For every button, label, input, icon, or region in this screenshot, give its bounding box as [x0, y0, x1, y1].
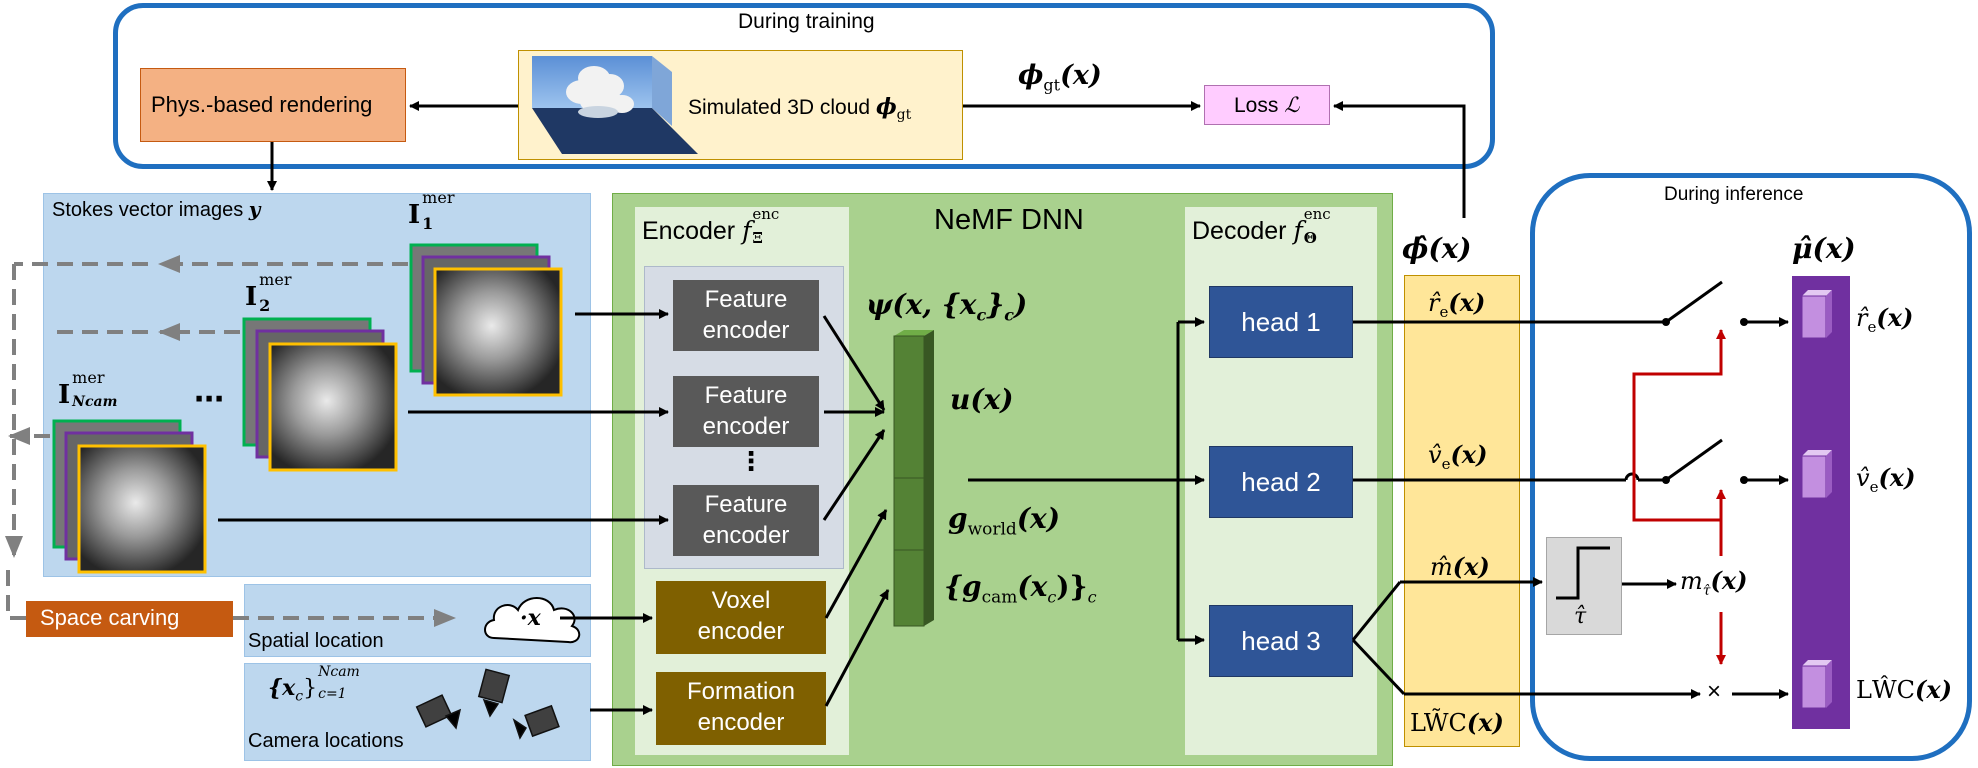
training-title: During training — [738, 10, 875, 33]
phi-v-e: v̂e(x) — [1428, 440, 1488, 473]
spatial-location-label: Spatial location — [248, 630, 384, 652]
phys-rendering-box — [140, 68, 406, 142]
loss-box — [1204, 85, 1330, 125]
head-2: head 2 — [1209, 446, 1353, 518]
latent-vector-bar — [893, 330, 934, 627]
space-carving-label: Space carving — [40, 605, 180, 630]
cloud-point-icon — [484, 597, 581, 644]
mu-lwc: LŴC(x) — [1856, 675, 1952, 704]
stokes-label: Stokes vector images y — [52, 197, 261, 221]
phi-r-e: r̂e(x) — [1428, 288, 1486, 321]
head-1: head 1 — [1209, 286, 1353, 358]
inference-title: During inference — [1664, 184, 1804, 205]
psi-label: ψ(x, {xc}c) — [866, 288, 1028, 325]
inference-frame — [1530, 173, 1972, 761]
encoder-vertical-dots: ⋮ — [738, 446, 764, 476]
voxel-cube-2 — [1802, 450, 1832, 499]
phys-rendering-label: Phys.-based rendering — [151, 92, 373, 117]
phi-hat-label: ϕ̂(x) — [1402, 232, 1472, 265]
head-3: head 3 — [1209, 605, 1353, 677]
camera-locations-label: Camera locations — [248, 730, 404, 752]
mu-v-e: v̂e(x) — [1856, 463, 1916, 496]
threshold-step-box — [1546, 537, 1622, 635]
voxel-cube-1 — [1802, 290, 1832, 339]
mask-label: mτ̂(x) — [1680, 566, 1748, 599]
stokes-image-stacks — [52, 243, 563, 574]
mu-hat-column — [1792, 276, 1850, 729]
gt-field-label: ϕgt(x) — [1018, 60, 1102, 95]
simulated-cloud-label: Simulated 3D cloud ϕgt — [688, 94, 912, 124]
phi-lwc: LW̃C(x) — [1410, 708, 1504, 737]
space-carving-box — [26, 601, 233, 637]
multiply-sign: × — [1707, 678, 1722, 705]
loss-label: Loss ℒ — [1234, 93, 1300, 117]
voxel-cube-3 — [1802, 660, 1832, 709]
spatial-point: ·x — [520, 605, 541, 631]
cloud-render-image — [532, 56, 698, 154]
nemf-title: NeMF DNN — [934, 204, 1084, 236]
more-images-dots: ⋯ — [194, 383, 224, 416]
g-cam-label: {gcam(xc)}c — [944, 570, 1097, 608]
phi-hat-column — [1404, 275, 1520, 747]
phi-m: m̂(x) — [1430, 552, 1490, 581]
step-function-icon — [1556, 546, 1610, 600]
g-world-label: gworld(x) — [948, 502, 1061, 540]
mu-hat-label: μ̂(x) — [1792, 232, 1856, 265]
u-label: u(x) — [950, 383, 1014, 416]
camera-icons — [415, 668, 560, 740]
threshold-symbol: τ̂ — [1574, 604, 1587, 629]
mu-r-e: r̂e(x) — [1856, 303, 1914, 336]
